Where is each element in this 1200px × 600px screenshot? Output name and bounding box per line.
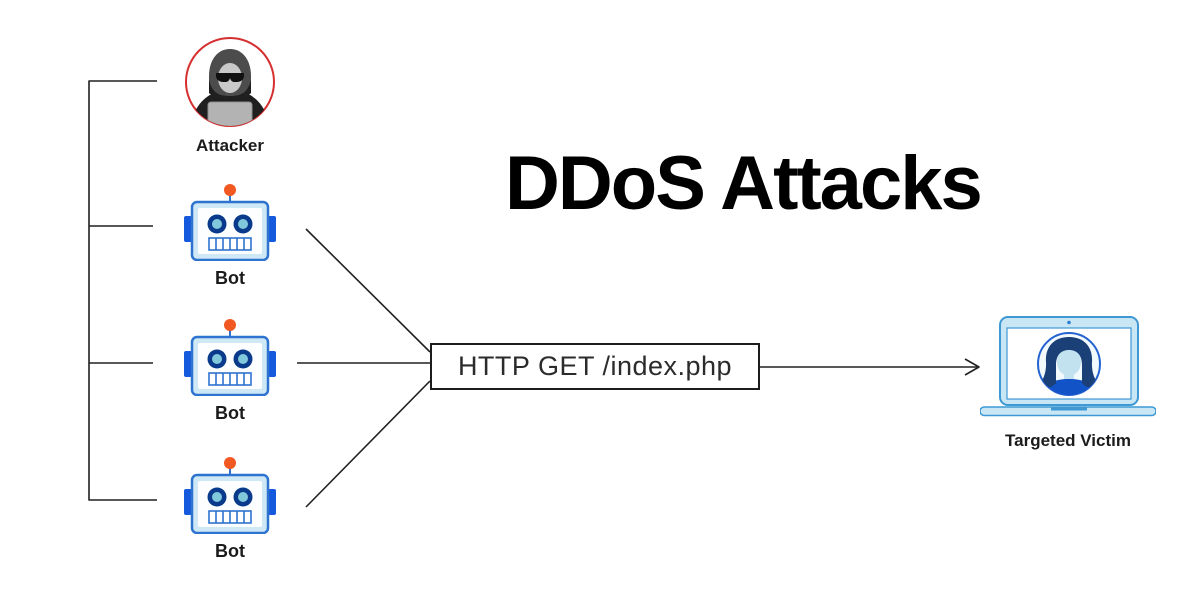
robot-head-icon: [184, 319, 276, 396]
attacker-label: Attacker: [195, 136, 265, 155]
bot-label: Bot: [215, 268, 245, 288]
page-title: DDoS Attacks: [505, 141, 983, 226]
victim-label: Targeted Victim: [1005, 431, 1131, 450]
bot-node-1: Bot: [184, 183, 276, 289]
attacker-node: Attacker: [184, 36, 276, 156]
bot-node-3: Bot: [184, 456, 276, 562]
bot1-to-box-line: [305, 228, 431, 353]
laptop-user-icon: [980, 316, 1156, 417]
bot-node-2: Bot: [184, 318, 276, 424]
hooded-hacker-icon: [185, 37, 275, 127]
bot-label: Bot: [215, 403, 245, 423]
http-request-label: HTTP GET /index.php: [457, 351, 733, 381]
victim-node: Targeted Victim: [980, 315, 1156, 451]
bot-label: Bot: [215, 541, 245, 561]
bracket-line: [88, 80, 157, 501]
http-request-box: HTTP GET /index.php: [430, 343, 760, 390]
robot-head-icon: [184, 184, 276, 261]
robot-head-icon: [184, 457, 276, 534]
right-arrow-icon: [964, 358, 980, 376]
bot3-to-box-line: [305, 380, 431, 508]
